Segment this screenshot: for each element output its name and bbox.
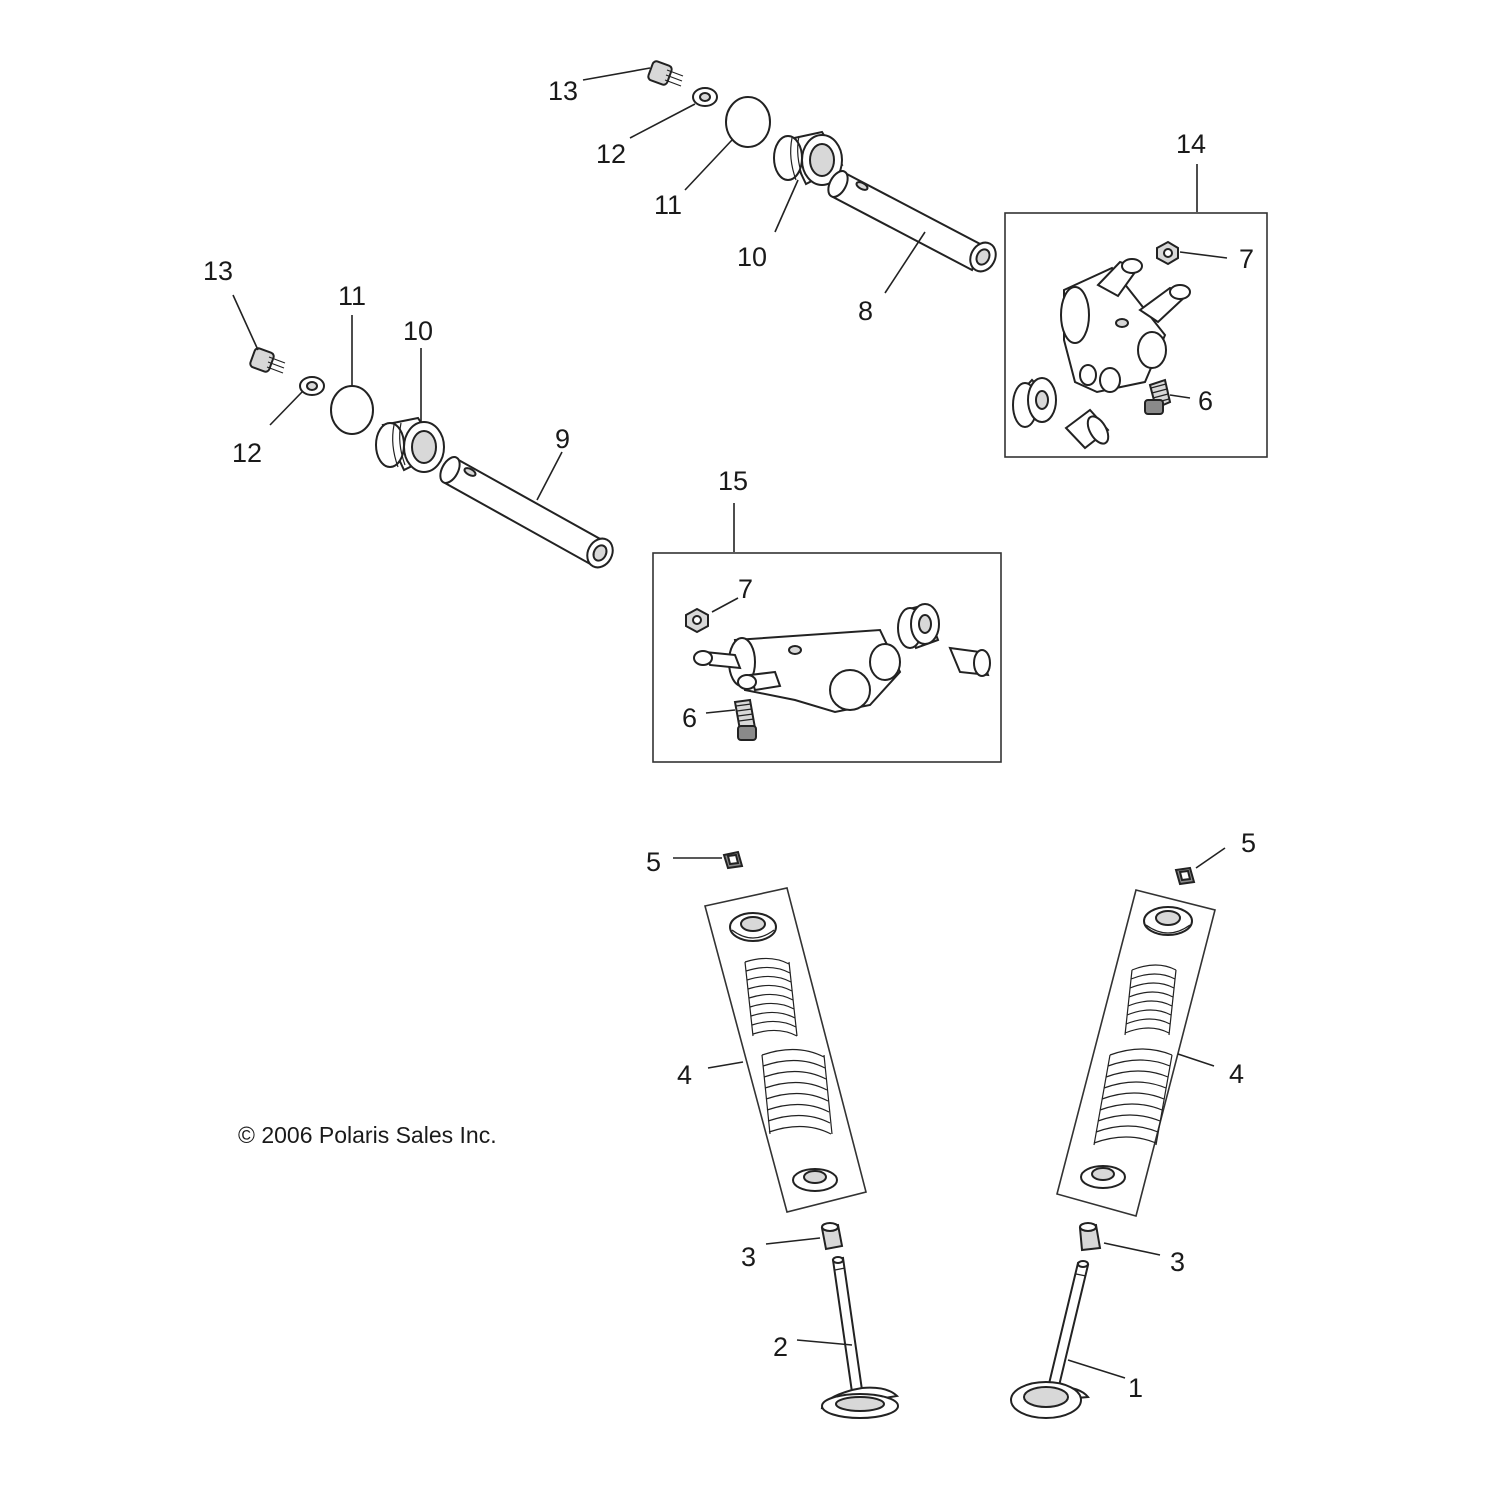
keeper-5-left	[722, 850, 744, 870]
rocker-arm-14	[1060, 258, 1191, 394]
plug-10-top	[773, 130, 844, 186]
valve-1	[1010, 1260, 1090, 1419]
nut-7-box15	[685, 607, 709, 634]
spring-seat-right	[1080, 1165, 1126, 1189]
callout-3-left: 3	[741, 1242, 756, 1272]
retainer-right	[1143, 906, 1193, 936]
bolt-6-box14	[1144, 378, 1172, 415]
callout-4-left: 4	[677, 1060, 692, 1090]
spring-seat-left	[792, 1168, 838, 1192]
inner-spring-right	[1124, 964, 1177, 1036]
bolt-6-box15	[733, 698, 757, 741]
sleeve-14	[1064, 408, 1110, 450]
plug-10-left	[375, 416, 445, 473]
callout-11-left: 11	[338, 281, 366, 311]
valve-seal-3-left	[820, 1222, 844, 1251]
callout-11-top: 11	[654, 190, 682, 220]
callout-3-right: 3	[1170, 1247, 1185, 1277]
callout-1: 1	[1128, 1373, 1143, 1403]
outer-spring-left	[761, 1048, 833, 1135]
callout-5-left: 5	[646, 847, 661, 877]
spacer-15	[897, 603, 940, 650]
rocker-arm-kit-14: 14 7	[1004, 129, 1268, 458]
kit-box-15	[652, 552, 1002, 763]
spring-kit-panel-right	[1056, 889, 1216, 1217]
callout-6-box15: 6	[682, 703, 697, 733]
shaft-8	[827, 170, 997, 273]
right-valve-stack: 5 4	[1010, 828, 1256, 1419]
callout-8: 8	[858, 296, 873, 326]
oring-11-left	[330, 385, 374, 435]
top-shaft-assembly: 13 12 11 10 8	[548, 60, 997, 326]
inner-spring-left	[744, 957, 798, 1037]
callout-13-left: 13	[203, 256, 233, 286]
outer-spring-right	[1093, 1048, 1173, 1146]
left-valve-stack: 5 4	[646, 847, 900, 1419]
callout-6-box14: 6	[1198, 386, 1213, 416]
shaft-9	[439, 456, 614, 569]
callout-15: 15	[718, 466, 748, 496]
rocker-arm-15	[693, 628, 902, 714]
callout-7-box15: 7	[738, 574, 753, 604]
callout-5-right: 5	[1241, 828, 1256, 858]
callout-14: 14	[1176, 129, 1206, 159]
valve-2	[820, 1256, 900, 1419]
nut-7-box14	[1156, 240, 1179, 266]
washer-12-left	[299, 376, 325, 396]
oring-11-top	[725, 96, 771, 148]
callout-12-left: 12	[232, 438, 262, 468]
rocker-arm-kit-15: 15 7	[652, 466, 1002, 763]
retainer-left	[729, 912, 777, 942]
callout-10-top: 10	[737, 242, 767, 272]
copyright-notice: © 2006 Polaris Sales Inc.	[238, 1122, 497, 1148]
valve-seal-3-right	[1078, 1222, 1102, 1252]
callout-2: 2	[773, 1332, 788, 1362]
spacer-14	[1012, 377, 1057, 428]
callout-10-left: 10	[403, 316, 433, 346]
bolt-13-left	[249, 347, 286, 374]
washer-12-top	[692, 87, 718, 107]
sleeve-15	[948, 646, 991, 677]
kit-box-14	[1004, 212, 1268, 458]
callout-7-box14: 7	[1239, 244, 1254, 274]
keeper-5-right	[1174, 866, 1196, 886]
bolt-13-top	[647, 60, 684, 87]
callout-9: 9	[555, 424, 570, 454]
spring-kit-panel-left	[704, 887, 867, 1213]
left-shaft-assembly: 13 11 10 12 9	[203, 256, 614, 569]
callout-13-top: 13	[548, 76, 578, 106]
callout-4-right: 4	[1229, 1059, 1244, 1089]
callout-12-top: 12	[596, 139, 626, 169]
